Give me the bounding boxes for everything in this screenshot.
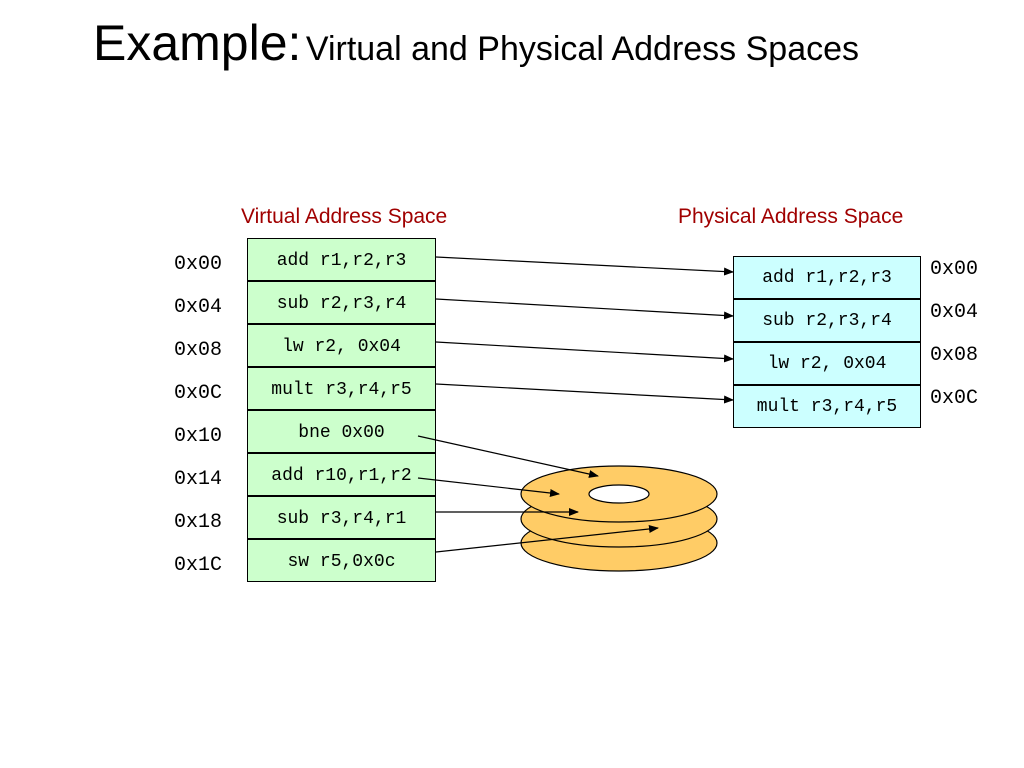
virtual-cell: add r1,r2,r3: [247, 238, 436, 281]
physical-cell: mult r3,r4,r5: [733, 385, 921, 428]
physical-heading: Physical Address Space: [678, 205, 904, 228]
physical-address: 0x04: [930, 301, 979, 324]
arrow-virtual-to-physical: [435, 383, 734, 404]
physical-address: 0x08: [930, 344, 979, 367]
arrow-virtual-to-physical: [435, 298, 734, 320]
virtual-cell: lw r2, 0x04: [247, 324, 436, 367]
title-main: Example:: [93, 15, 302, 71]
arrow-virtual-to-disk: [417, 435, 599, 478]
virtual-cell: add r10,r1,r2: [247, 453, 436, 496]
physical-address: 0x00: [930, 258, 979, 281]
virtual-address: 0x08: [174, 339, 223, 362]
virtual-cell: mult r3,r4,r5: [247, 367, 436, 410]
virtual-heading: Virtual Address Space: [241, 205, 448, 228]
physical-cell: add r1,r2,r3: [733, 256, 921, 299]
virtual-address: 0x1C: [174, 554, 223, 577]
physical-cell: lw r2, 0x04: [733, 342, 921, 385]
physical-cell: sub r2,r3,r4: [733, 299, 921, 342]
virtual-cell: sw r5,0x0c: [247, 539, 436, 582]
virtual-address: 0x18: [174, 511, 223, 534]
virtual-address: 0x14: [174, 468, 223, 491]
arrow-virtual-to-disk: [417, 477, 560, 497]
virtual-cell: sub r2,r3,r4: [247, 281, 436, 324]
slide-title: Example: Virtual and Physical Address Sp…: [93, 14, 859, 72]
physical-address: 0x0C: [930, 387, 979, 410]
disk-stack-icon: [520, 465, 718, 572]
virtual-address: 0x0C: [174, 382, 223, 405]
mapping-arrows: [417, 256, 734, 553]
arrow-virtual-to-physical: [435, 256, 734, 276]
virtual-address: 0x00: [174, 253, 223, 276]
arrow-virtual-to-disk: [435, 524, 659, 553]
virtual-address: 0x04: [174, 296, 223, 319]
arrow-virtual-to-physical: [435, 341, 734, 363]
virtual-cell: sub r3,r4,r1: [247, 496, 436, 539]
virtual-cell: bne 0x00: [247, 410, 436, 453]
title-sub: Virtual and Physical Address Spaces: [305, 30, 860, 68]
virtual-address: 0x10: [174, 425, 223, 448]
